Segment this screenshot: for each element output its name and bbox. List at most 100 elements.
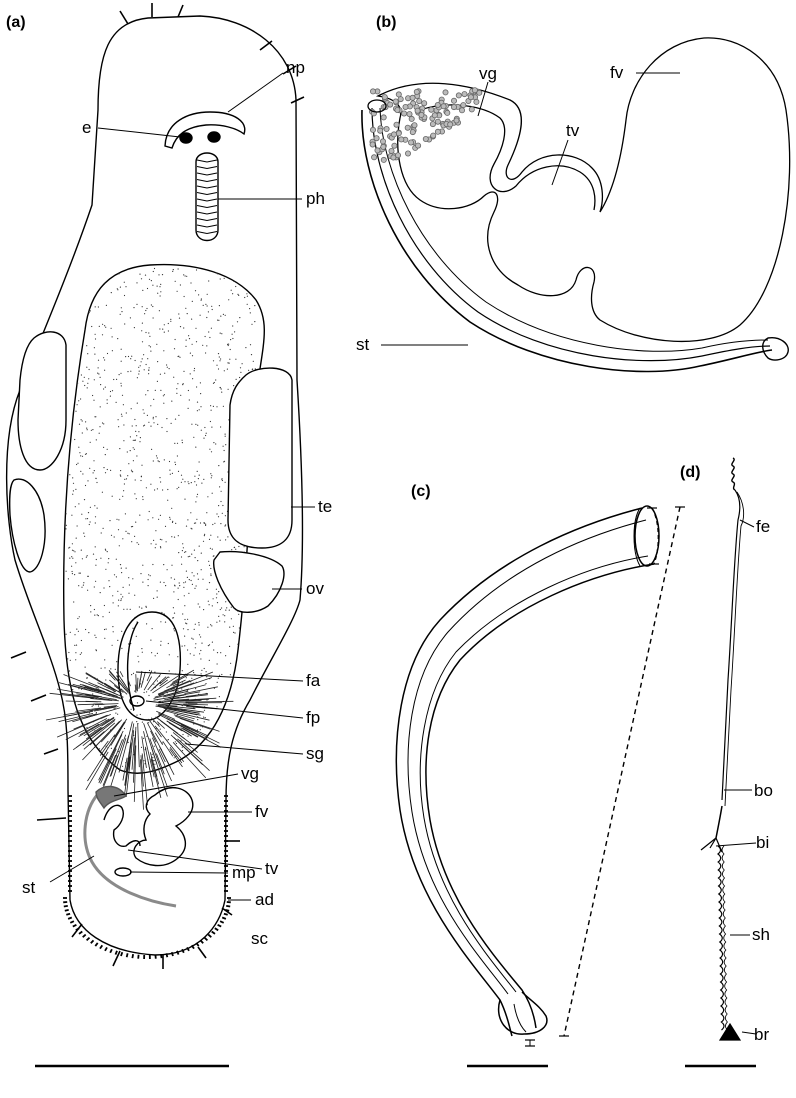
stipple-dot [122,538,124,540]
stipple-dot [160,481,162,483]
stipple-dot [131,674,133,676]
stipple-dot [74,551,76,553]
granule [401,110,408,117]
granule [429,121,436,128]
stipple-dot [83,376,85,378]
false-seminal-vesicle-small [133,787,194,867]
granule [369,126,376,133]
gland-stroke [162,741,174,757]
stipple-dot [229,358,231,360]
label-fv-a: fv [255,802,269,821]
stipple-dot [168,676,170,679]
stipple-dot [76,628,78,630]
stipple-dot [84,453,87,455]
granule [387,101,394,108]
gland-stroke [148,718,162,738]
shell-glands [45,669,234,810]
stipple-dot [139,441,141,443]
stipple-dot [210,567,212,570]
papilla-tick [125,953,129,958]
vesicula-granulorum-small [95,785,127,810]
stipple-dot [193,672,195,674]
stipple-dot [88,368,90,371]
stipple-dot [152,284,154,286]
stipple-dot [206,305,208,307]
stipple-dot [208,280,210,282]
label-tv-b: tv [566,121,580,140]
stipple-dot [190,579,192,582]
gland-stroke [102,754,116,786]
papilla-tick [176,950,180,955]
stipple-dot [119,448,121,450]
stipple-dot [109,395,111,397]
stipple-dot [95,477,97,479]
stipple-dot [110,534,113,536]
gland-stroke [177,738,203,762]
stipple-dot [202,578,204,580]
stipple-dot [103,587,105,589]
stipple-dot [120,593,122,595]
stipple-dot [91,325,93,328]
stipple-dot [229,348,231,351]
label-e: e [82,118,91,137]
stipple-dot [109,520,111,522]
stipple-dot [188,592,190,595]
stipple-dot [221,391,223,393]
stipple-dot [130,708,132,710]
stipple-dot [163,394,165,396]
stipple-dot [94,338,97,340]
gland-stroke [128,680,131,687]
stipple-dot [151,448,153,450]
stipple-dot [157,292,159,294]
stipple-dot [219,674,221,676]
stylet-large-mid [407,519,647,995]
stipple-dot [215,597,218,599]
stipple-dot [152,270,154,273]
stipple-dot [173,591,175,593]
stipple-dot [191,355,194,357]
stipple-dot [90,605,92,607]
stipple-dot [95,439,97,441]
stipple-dot [191,318,193,320]
stipple-dot [81,432,83,434]
stipple-dot [143,369,145,371]
stipple-dot [217,353,220,355]
stipple-dot [87,511,90,514]
stipple-dot [206,345,208,347]
panel-b-letter: (b) [376,14,396,31]
stipple-dot [99,592,101,594]
stipple-dot [178,313,180,315]
stipple-dot [199,314,201,316]
stipple-dot [160,283,162,285]
stipple-dot [173,628,175,630]
granule [428,106,435,113]
gland-stroke [85,713,99,719]
gland-stroke [58,713,94,722]
sperm-feeler-2 [724,491,745,807]
stipple-dot [224,314,226,316]
gland-stroke [85,751,109,791]
granule [458,107,465,114]
stipple-dot [106,448,108,450]
granule [440,103,447,110]
stipple-dot [71,570,73,573]
stipple-dot [193,628,195,631]
stipple-dot [136,402,138,404]
stipple-dot [93,399,95,401]
stipple-dot [195,423,197,425]
stipple-dot [173,630,175,632]
stipple-dot [110,292,112,294]
stipple-dot [166,366,168,368]
stipple-dot [75,488,77,490]
stipple-dot [139,514,141,516]
stipple-dot [212,382,215,384]
pharynx-ring [206,172,218,176]
stipple-dot [202,540,205,542]
stipple-dot [141,306,143,308]
stipple-dot [216,652,219,654]
stipple-dot [94,505,96,507]
stipple-dot [159,581,161,583]
gland-stroke [158,682,195,696]
granule [394,152,401,159]
stipple-dot [117,713,119,715]
